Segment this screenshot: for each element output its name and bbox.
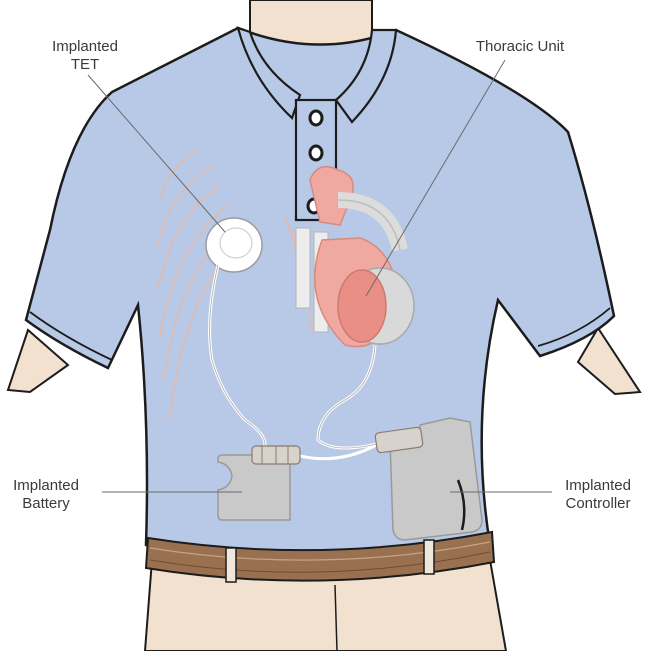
shirt-button	[310, 146, 322, 160]
tet-coil	[206, 218, 262, 272]
right-arm	[578, 328, 640, 394]
controller-label-line1: Implanted	[565, 477, 631, 494]
battery-label-line2: Battery	[22, 495, 70, 512]
controller-label-line2: Controller	[565, 495, 630, 512]
tet-label-line1: Implanted	[52, 38, 118, 55]
tet-label-line2: TET	[71, 56, 99, 73]
battery-body	[218, 455, 290, 520]
battery-label-line1: Implanted	[13, 477, 79, 494]
thoracic-unit-label: Thoracic Unit	[476, 38, 565, 55]
thoracic-unit-face	[338, 270, 386, 342]
tet-disk	[206, 218, 262, 272]
implanted-battery	[218, 446, 300, 520]
shirt-button	[310, 111, 322, 125]
belt-loop	[424, 540, 434, 574]
belt-loop	[226, 548, 236, 582]
vessel	[296, 228, 310, 308]
